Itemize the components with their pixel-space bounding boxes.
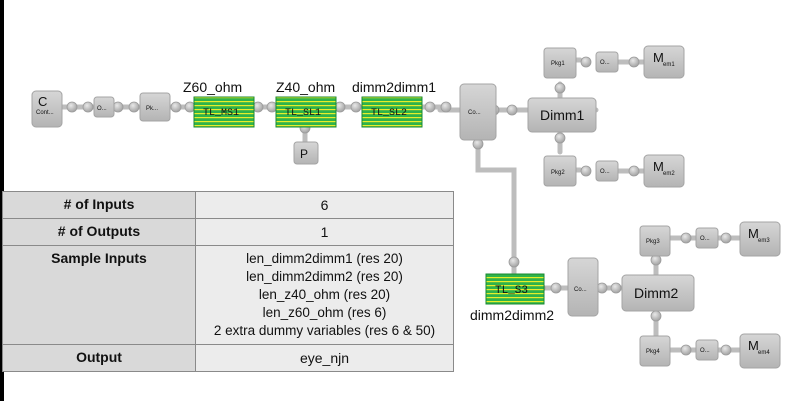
pkg3-block[interactable] xyxy=(639,225,671,257)
mem2-label: em2 xyxy=(663,171,675,177)
co2-label: Co... xyxy=(574,287,587,293)
mem4-block[interactable] xyxy=(739,333,781,369)
pkg3-label: Pkg3 xyxy=(646,239,660,245)
probe-label: P xyxy=(300,147,308,161)
tl-sl2-label: TL_SL2 xyxy=(371,108,407,119)
tl-sl2-symbol[interactable] xyxy=(361,96,423,128)
o3-label: O... xyxy=(700,236,710,242)
o1-label: O... xyxy=(600,60,610,66)
tl-sl1-label: TL_SL1 xyxy=(285,108,321,119)
dataset-info-table: # of Inputs 6 # of Outputs 1 Sample Inpu… xyxy=(2,191,454,372)
sample-inputs-header: Sample Inputs xyxy=(2,245,196,345)
tl-s3-symbol[interactable] xyxy=(485,273,545,305)
pkg4-block[interactable] xyxy=(639,335,671,367)
sample-input-item: 2 extra dummy variables (res 6 & 50) xyxy=(213,323,436,338)
sample-input-item: len_dimm2dimm2 (res 20) xyxy=(246,269,403,284)
tl-sl1-symbol[interactable] xyxy=(275,96,337,128)
table-row: Sample Inputs len_dimm2dimm1 (res 20) le… xyxy=(2,245,454,345)
sample-input-item: len_z40_ohm (res 20) xyxy=(258,287,391,302)
tl-ms1-symbol[interactable] xyxy=(193,96,255,128)
connector-block[interactable] xyxy=(31,90,63,128)
pkg2-block[interactable] xyxy=(543,155,577,187)
connector-sublabel: Cont... xyxy=(36,110,54,116)
tl-sl2-name: dimm2dimm1 xyxy=(352,79,436,95)
mem4-m-label: M xyxy=(748,338,759,353)
output-header: Output xyxy=(2,344,196,372)
dimm2-block[interactable] xyxy=(621,274,695,312)
sample-inputs-list: len_dimm2dimm1 (res 20) len_dimm2dimm2 (… xyxy=(195,245,454,345)
dimm2-label: Dimm2 xyxy=(634,285,679,301)
pk-block-label: Pk... xyxy=(146,106,158,112)
o2-label: O... xyxy=(600,169,610,175)
o4-label: O... xyxy=(700,348,710,354)
pkg1-block[interactable] xyxy=(543,47,577,79)
dimm1-label: Dimm1 xyxy=(540,107,585,123)
o-block-2[interactable] xyxy=(595,160,619,182)
outputs-count-value: 1 xyxy=(195,218,454,246)
co1-label: Co... xyxy=(468,110,481,116)
small-block-o[interactable] xyxy=(93,96,115,118)
pkg4-label: Pkg4 xyxy=(646,349,660,355)
inputs-count-header: # of Inputs xyxy=(2,191,196,219)
tl-s3-label: TL_S3 xyxy=(495,285,528,297)
tl-s3-name: dimm2dimm2 xyxy=(470,307,554,323)
tl-sl1-name: Z40_ohm xyxy=(276,79,335,95)
sample-input-item: len_dimm2dimm1 (res 20) xyxy=(246,251,403,266)
small-block-label: O... xyxy=(97,106,107,112)
mem4-label: em4 xyxy=(758,350,770,356)
sample-input-item: len_z60_ohm (res 6) xyxy=(262,305,387,320)
co-block-1[interactable] xyxy=(459,83,497,141)
mem1-m-label: M xyxy=(653,50,664,65)
mem1-label: em1 xyxy=(663,62,675,68)
transmission-lines xyxy=(193,96,545,305)
mem3-label: em3 xyxy=(758,238,770,244)
mem3-m-label: M xyxy=(748,226,759,241)
outputs-count-header: # of Outputs xyxy=(2,218,196,246)
co-block-2[interactable] xyxy=(567,257,599,317)
pkg2-label: Pkg2 xyxy=(551,170,565,176)
mem2-block[interactable] xyxy=(643,154,685,188)
tl-ms1-name: Z60_ohm xyxy=(183,79,242,95)
pkg1-label: Pkg1 xyxy=(551,61,565,67)
o-block-4[interactable] xyxy=(695,339,719,361)
probe-block[interactable] xyxy=(293,141,319,165)
output-value: eye_njn xyxy=(195,344,454,372)
mem3-block[interactable] xyxy=(739,221,781,257)
pk-block[interactable] xyxy=(139,92,171,122)
o-block-1[interactable] xyxy=(595,51,619,73)
table-row: Output eye_njn xyxy=(2,344,454,372)
o-block-3[interactable] xyxy=(695,227,719,249)
table-row: # of Inputs 6 xyxy=(2,191,454,219)
mem1-block[interactable] xyxy=(643,45,685,79)
mem2-m-label: M xyxy=(653,159,664,174)
table-row: # of Outputs 1 xyxy=(2,218,454,246)
inputs-count-value: 6 xyxy=(195,191,454,219)
dimm1-block[interactable] xyxy=(527,97,597,133)
tl-ms1-label: TL_MS1 xyxy=(203,108,239,119)
connector-label: C xyxy=(38,94,47,109)
component-blocks xyxy=(31,45,781,369)
